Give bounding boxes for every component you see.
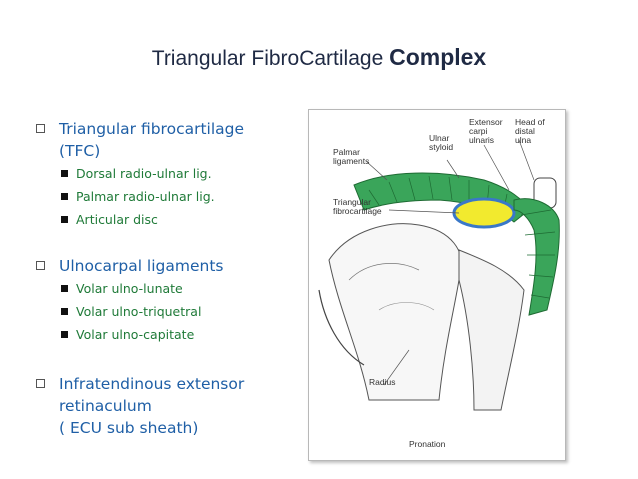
label-head-of-distal-ulna: Head of distal ulna [515, 118, 545, 145]
label-text: Head of [515, 117, 545, 127]
bullet-tfc-line2: (TFC) [59, 142, 101, 160]
label-text: Radius [369, 377, 396, 387]
label-text: Triangular [333, 197, 371, 207]
label-text: Ulnar [429, 133, 450, 143]
subitem-ulno-triquetral: Volar ulno-triquetral [34, 300, 284, 323]
label-radius: Radius [369, 378, 395, 387]
subitem-articular-disc: Articular disc [34, 208, 284, 231]
hollow-square-bullet-icon [36, 261, 45, 270]
subitem-text: Dorsal radio-ulnar lig. [76, 166, 212, 181]
ulna-bone [458, 249, 525, 411]
label-extensor-carpi-ulnaris: Extensor carpi ulnaris [469, 118, 503, 145]
label-text: styloid [429, 142, 454, 152]
label-ulnar-styloid: Ulnar styloid [429, 134, 453, 152]
label-text: carpi [469, 126, 488, 136]
label-pronation: Pronation [409, 440, 445, 449]
bullet-retinaculum-note: ( ECU sub sheath) [34, 417, 284, 439]
bullet-list: Triangular fibrocartilage (TFC) Dorsal r… [34, 118, 284, 439]
wrist-illustration [318, 139, 560, 411]
subitem-text: Volar ulno-lunate [76, 281, 183, 296]
subitem-text: Volar ulno-capitate [76, 327, 195, 342]
hollow-square-bullet-icon [36, 124, 45, 133]
square-bullet-icon [61, 331, 68, 338]
label-text: Pronation [409, 439, 446, 449]
label-text: ulna [515, 135, 532, 145]
subitem-text: Articular disc [76, 212, 158, 227]
subitem-ulno-lunate: Volar ulno-lunate [34, 277, 284, 300]
subitem-palmar: Palmar radio-ulnar lig. [34, 185, 284, 208]
subitem-text: Volar ulno-triquetral [76, 304, 202, 319]
bullet-tfc: Triangular fibrocartilage (TFC) [34, 118, 284, 162]
articular-disc [452, 197, 516, 229]
label-text: ulnaris [469, 135, 495, 145]
label-text: distal [515, 126, 535, 136]
hook-line [318, 289, 365, 366]
anatomy-figure: Palmar ligaments Ulnar styloid Extensor … [308, 109, 566, 461]
label-palmar-ligaments: Palmar ligaments [333, 148, 369, 166]
bullet-retinaculum-line2: retinaculum [59, 397, 152, 415]
subitem-text: Palmar radio-ulnar lig. [76, 189, 215, 204]
label-text: Palmar [333, 147, 360, 157]
square-bullet-icon [61, 193, 68, 200]
slide-title: Triangular FibroCartilage Complex [0, 44, 638, 71]
square-bullet-icon [61, 285, 68, 292]
title-regular: Triangular FibroCartilage [151, 47, 384, 70]
label-triangular-fibrocartilage: Triangular fibrocartilage [333, 198, 382, 216]
label-text: ligaments [333, 156, 370, 166]
subitem-dorsal: Dorsal radio-ulnar lig. [34, 162, 284, 185]
hollow-square-bullet-icon [36, 379, 45, 388]
label-text: Extensor [469, 117, 503, 127]
bullet-ulnocarpal: Ulnocarpal ligaments [34, 255, 284, 277]
ecu-band [513, 198, 560, 316]
radius-bone [328, 223, 463, 401]
bullet-ulnocarpal-text: Ulnocarpal ligaments [59, 257, 224, 275]
note-text: ( ECU sub sheath) [59, 419, 199, 437]
bullet-retinaculum-line1: Infratendinous extensor [59, 375, 245, 393]
square-bullet-icon [61, 170, 68, 177]
label-text: fibrocartilage [333, 206, 382, 216]
square-bullet-icon [61, 216, 68, 223]
title-bold: Complex [389, 44, 487, 70]
subitem-ulno-capitate: Volar ulno-capitate [34, 323, 284, 346]
square-bullet-icon [61, 308, 68, 315]
bullet-retinaculum: Infratendinous extensor retinaculum [34, 373, 284, 417]
bullet-tfc-line1: Triangular fibrocartilage [59, 120, 245, 138]
